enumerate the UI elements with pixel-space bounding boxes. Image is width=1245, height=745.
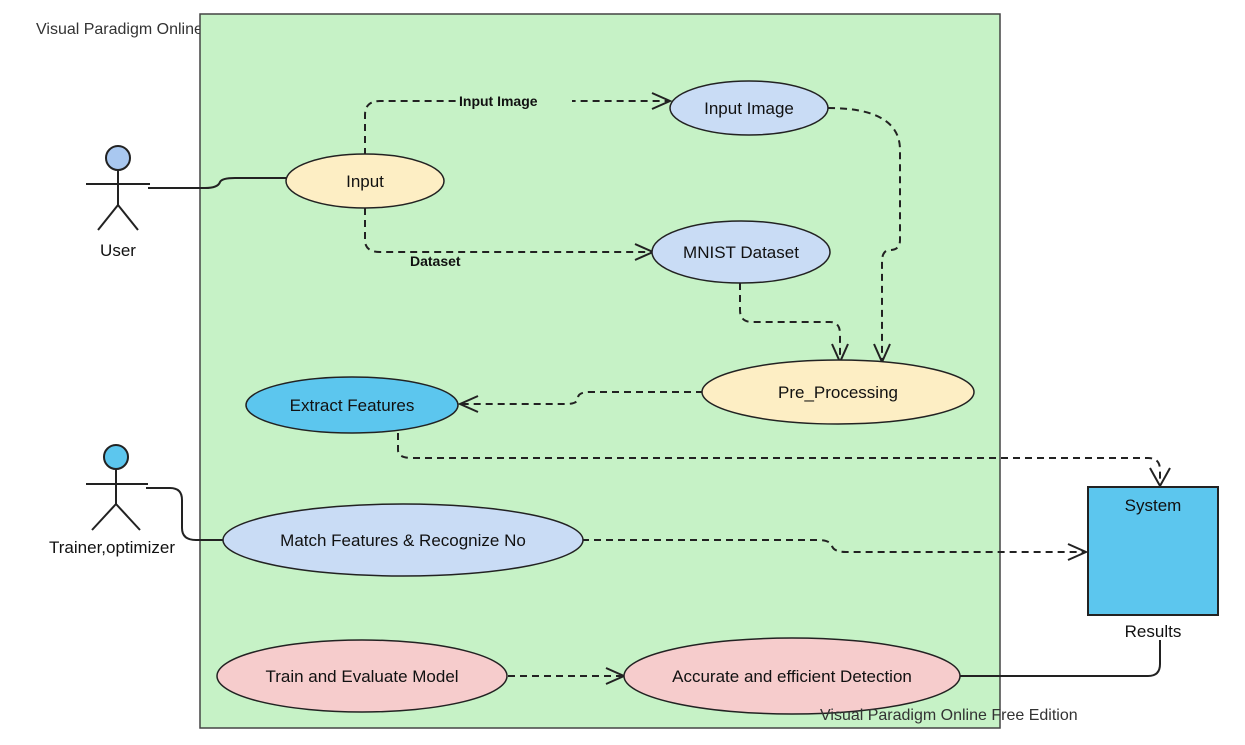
- mnist-to-preprocessing-edge: [739, 283, 841, 360]
- detection-results-association: [960, 640, 1161, 677]
- system-title: System: [1125, 496, 1182, 515]
- input-image-to-preprocessing-edge: [827, 107, 901, 360]
- input-to-input-image-edge: [364, 100, 670, 155]
- use-case-accurate-detection[interactable]: Accurate and efficient Detection: [623, 637, 961, 715]
- user-input-association: [148, 177, 290, 189]
- user-head: [105, 145, 131, 171]
- arrowhead-system-2: [1067, 543, 1089, 561]
- actor-user[interactable]: User: [86, 145, 150, 260]
- use-case-label-accurate-detection: Accurate and efficient Detection: [672, 667, 912, 686]
- trainer-match-association: [146, 487, 225, 541]
- use-case-label-extract-features: Extract Features: [290, 396, 415, 415]
- use-case-label-match-features: Match Features & Recognize No: [280, 531, 526, 550]
- preprocessing-to-extract-edge: [460, 391, 703, 405]
- system-box[interactable]: System: [1087, 486, 1219, 616]
- system-results-label: Results: [1125, 622, 1182, 641]
- use-case-input-image[interactable]: Input Image: [669, 80, 829, 136]
- edge-label-bg: [456, 92, 572, 111]
- watermark-bottom: Visual Paradigm Online Free Edition: [820, 707, 1078, 724]
- input-to-mnist-edge: [364, 208, 653, 253]
- actor-label-trainer: Trainer,optimizer: [49, 538, 175, 557]
- edge-label-input-image: Input Image: [459, 93, 538, 109]
- use-case-label-pre-processing: Pre_Processing: [778, 383, 898, 402]
- match-to-system-edge: [582, 539, 1086, 553]
- actor-trainer[interactable]: Trainer,optimizer: [49, 444, 175, 557]
- edge-label-dataset: Dataset: [410, 253, 461, 269]
- use-case-input[interactable]: Input: [285, 153, 445, 209]
- use-case-extract-features[interactable]: Extract Features: [245, 376, 459, 434]
- use-case-label-input: Input: [346, 172, 384, 191]
- use-case-label-mnist-dataset: MNIST Dataset: [683, 243, 799, 262]
- arrowhead-extract: [457, 395, 479, 413]
- trainer-head: [103, 444, 129, 470]
- use-case-pre-processing[interactable]: Pre_Processing: [701, 359, 975, 425]
- use-case-mnist-dataset[interactable]: MNIST Dataset: [651, 220, 831, 284]
- use-case-label-input-image: Input Image: [704, 99, 794, 118]
- use-case-train-evaluate[interactable]: Train and Evaluate Model: [216, 639, 508, 713]
- use-case-label-train-evaluate: Train and Evaluate Model: [265, 667, 458, 686]
- arrowhead-input-image: [651, 92, 673, 110]
- extract-to-system-edge: [397, 433, 1161, 484]
- actor-label-user: User: [100, 241, 136, 260]
- use-case-match-features[interactable]: Match Features & Recognize No: [222, 503, 584, 577]
